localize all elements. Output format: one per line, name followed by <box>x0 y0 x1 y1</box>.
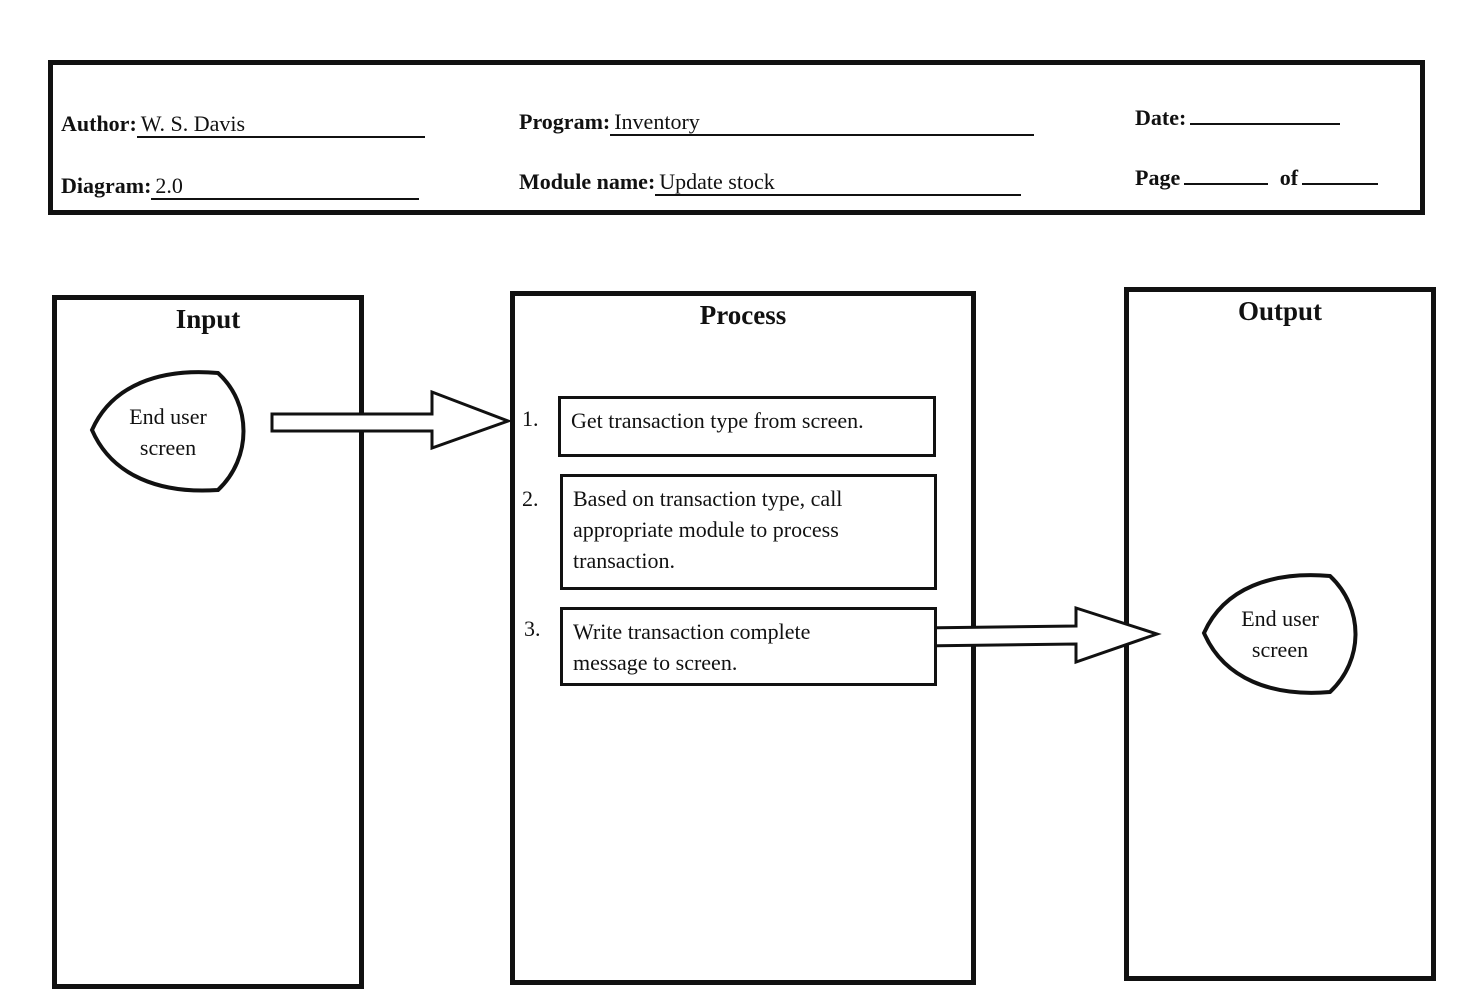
input-terminal-line2: screen <box>139 435 197 460</box>
step-3-number: 3. <box>524 616 541 641</box>
output-terminal-shape <box>1201 573 1358 695</box>
diagram-label: Diagram: <box>61 173 152 198</box>
input-terminal-line1: End user <box>129 404 207 429</box>
program-label: Program: <box>519 109 611 134</box>
step-2-number: 2. <box>522 486 539 511</box>
input-terminal-label: End user screen <box>100 401 236 463</box>
output-terminal-line1: End user <box>1241 606 1319 631</box>
input-column: Input <box>52 295 364 989</box>
input-terminal-shape <box>89 370 246 493</box>
page-total-blank <box>1302 165 1379 185</box>
program-field: Program:Inventory <box>519 109 1035 136</box>
diagram-value: 2.0 <box>151 174 420 200</box>
date-label: Date: <box>1135 105 1187 130</box>
output-terminal-label: End user screen <box>1212 603 1348 665</box>
input-to-process-arrow <box>270 389 513 451</box>
page-field: Page of <box>1135 165 1379 191</box>
input-column-title: Input <box>175 304 241 334</box>
date-blank <box>1190 105 1341 125</box>
step-1-text: Get transaction type from screen. <box>571 408 864 433</box>
process-to-output-arrow <box>916 605 1162 665</box>
program-value: Inventory <box>610 110 1035 136</box>
page-of-label: of <box>1279 165 1299 190</box>
diagram-field: Diagram:2.0 <box>61 173 420 200</box>
author-label: Author: <box>61 111 137 136</box>
step-1-number: 1. <box>522 406 539 431</box>
step-1-box: Get transaction type from screen. <box>558 396 936 457</box>
author-field: Author:W. S. Davis <box>61 111 425 138</box>
step-2-text: Based on transaction type, call appropri… <box>573 486 843 573</box>
author-value: W. S. Davis <box>136 112 425 138</box>
output-column-title: Output <box>1237 296 1323 326</box>
process-column-title: Process <box>699 300 787 330</box>
module-value: Update stock <box>655 170 1022 196</box>
module-field: Module name:Update stock <box>519 169 1022 196</box>
date-field: Date: <box>1135 105 1341 131</box>
module-label: Module name: <box>519 169 656 194</box>
step-3-box: Write transaction complete message to sc… <box>560 607 937 686</box>
header-box: Author:W. S. Davis Program:Inventory Dat… <box>48 60 1425 215</box>
page-blank <box>1184 165 1269 185</box>
output-terminal-line2: screen <box>1251 637 1309 662</box>
page-label: Page <box>1135 165 1181 190</box>
step-2-box: Based on transaction type, call appropri… <box>560 474 937 590</box>
step-3-text: Write transaction complete message to sc… <box>573 619 811 675</box>
